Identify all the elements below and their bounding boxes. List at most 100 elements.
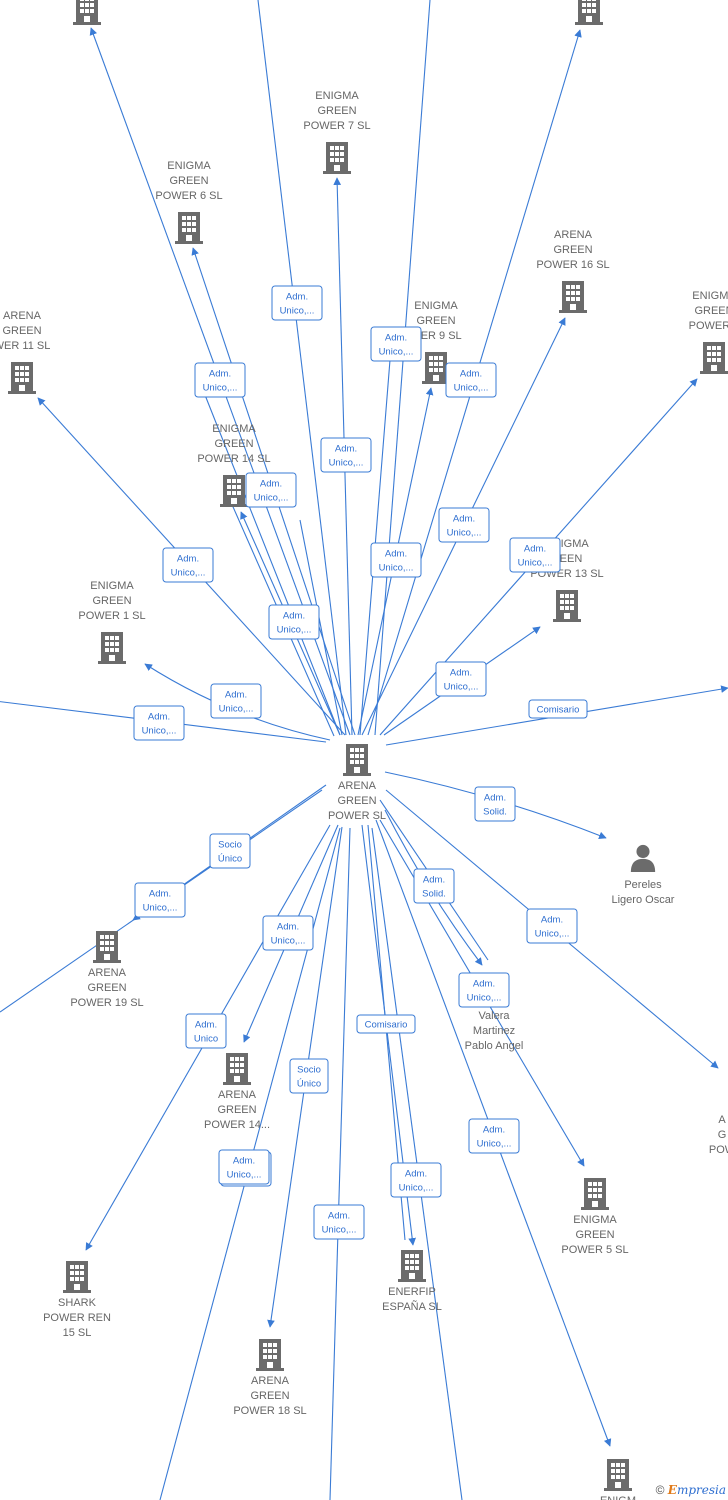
node-label: GREEN	[416, 315, 455, 327]
edge-label-text: Unico,...	[467, 993, 502, 1004]
edge-label-l29[interactable]: Adm.Unico,...	[468, 1118, 520, 1154]
edge-label-l7[interactable]: Adm.Unico,...	[438, 507, 490, 543]
node-arena11[interactable]: ARENAGREENWER 11 SL	[0, 310, 50, 394]
edge-label-l3[interactable]: Adm.Unico,...	[370, 326, 422, 362]
edge-label-l8[interactable]: Adm.Unico,...	[162, 547, 214, 583]
edge-label-text: Unico,...	[399, 1183, 434, 1194]
edge-line	[204, 394, 341, 736]
edge-label-l1[interactable]: Adm. Unico,...	[271, 285, 323, 321]
node-label: ENIGMA	[90, 580, 134, 592]
edge-label-l14[interactable]: Adm.Unico,...	[133, 705, 185, 741]
edge-label-l5[interactable]: Adm.Unico,...	[320, 437, 372, 473]
edge-label-l10[interactable]: Adm.Unico,...	[509, 537, 561, 573]
edge-label-l4[interactable]: Adm.Unico,...	[445, 362, 497, 398]
edge-label-l21[interactable]: Adm.Unico,...	[526, 908, 578, 944]
edge-label-l13[interactable]: Adm.Unico,...	[210, 683, 262, 719]
node-label: ENIGMA	[692, 290, 728, 302]
building-icon	[220, 475, 248, 507]
edge-label-text: Adm.	[260, 479, 282, 490]
node-label: Pablo Angel	[465, 1040, 524, 1052]
edge-label-box	[413, 868, 455, 904]
edge-label-text: Adm.	[385, 333, 407, 344]
node-label: ARENA	[554, 229, 593, 241]
building-icon	[93, 931, 121, 963]
node-enigmaB[interactable]: ENIGM	[600, 1459, 636, 1500]
edge-label-l11[interactable]: Adm.Unico,...	[268, 604, 320, 640]
edge-label-l28[interactable]: Adm.Unico,...	[313, 1204, 365, 1240]
edge-label-l9[interactable]: Adm.Unico,...	[370, 542, 422, 578]
edge-label-text: Unico,...	[203, 383, 238, 394]
edge-label-text: Comisario	[537, 705, 580, 716]
edge-label-text: Adm.	[195, 1020, 217, 1031]
edge-label-l17[interactable]: Adm.Solid.	[474, 786, 516, 822]
edge-label-box	[458, 972, 510, 1008]
node-label: ENERFIP	[388, 1286, 436, 1298]
edge-label-text: Unico	[194, 1034, 218, 1045]
node-label: GREEN	[553, 244, 592, 256]
building-icon	[73, 0, 101, 25]
edge-label-box	[356, 1014, 416, 1034]
edge-line	[329, 827, 351, 1500]
edge-label-text: Unico,...	[379, 563, 414, 574]
edge-label-l27[interactable]: Adm. Unico,...	[390, 1162, 442, 1198]
edge-label-l20[interactable]: Adm.Solid.	[413, 868, 455, 904]
edge-label-text: Adm.	[423, 875, 445, 886]
edge-label-text: Unico,...	[518, 558, 553, 569]
edge-label-l15[interactable]: Adm.Unico,...	[134, 882, 186, 918]
node-rightA[interactable]: AGPOW	[709, 1114, 728, 1156]
edge-label-box	[526, 908, 578, 944]
building-icon	[256, 1339, 284, 1371]
edge-label-text: Unico,...	[143, 903, 178, 914]
edge-label-text: Adm.	[460, 369, 482, 380]
edge-label-box	[268, 604, 320, 640]
node-label: GREEN	[169, 175, 208, 187]
edge-label-text: Adm.	[405, 1169, 427, 1180]
edge-label-text: Adm.	[286, 292, 308, 303]
node-topL[interactable]	[73, 0, 101, 25]
node-label: POW	[709, 1144, 728, 1156]
edge-label-l12[interactable]: Adm.Unico,...	[435, 661, 487, 697]
edge-label-text: Adm.	[328, 1211, 350, 1222]
edge-label-box	[289, 1058, 329, 1094]
node-topR[interactable]	[575, 0, 603, 25]
edge-label-l24[interactable]: Adm. Unico	[185, 1013, 227, 1049]
edge-label-l25[interactable]: Comisario	[356, 1014, 416, 1034]
edge-label-text: Unico,...	[280, 306, 315, 317]
edge-label-l22[interactable]: Adm.Unico,...	[458, 972, 510, 1008]
edge-label-box	[468, 1118, 520, 1154]
edge-label-l16[interactable]: Comisario	[528, 699, 588, 719]
node-label: Ligero Oscar	[612, 894, 675, 906]
node-label: GREEN	[217, 1104, 256, 1116]
edge-label-text: Unico,...	[535, 929, 570, 940]
node-label: 15 SL	[63, 1327, 92, 1339]
edge-label-l19[interactable]: Adm.Unico,...	[262, 915, 314, 951]
edge-label-l2[interactable]: Adm.Unico,...	[194, 362, 246, 398]
edge-label-box	[370, 326, 422, 362]
node-label: POWER 6 SL	[155, 190, 222, 202]
edge-label-text: Socio	[297, 1065, 321, 1076]
edge-label-box	[210, 683, 262, 719]
edge-label-l6[interactable]: Adm.Unico,...	[245, 472, 297, 508]
edge-label-l30[interactable]: Adm.Unico,...	[218, 1149, 270, 1185]
node-label: POWER 5 SL	[561, 1244, 628, 1256]
edge-label-box	[245, 472, 297, 508]
